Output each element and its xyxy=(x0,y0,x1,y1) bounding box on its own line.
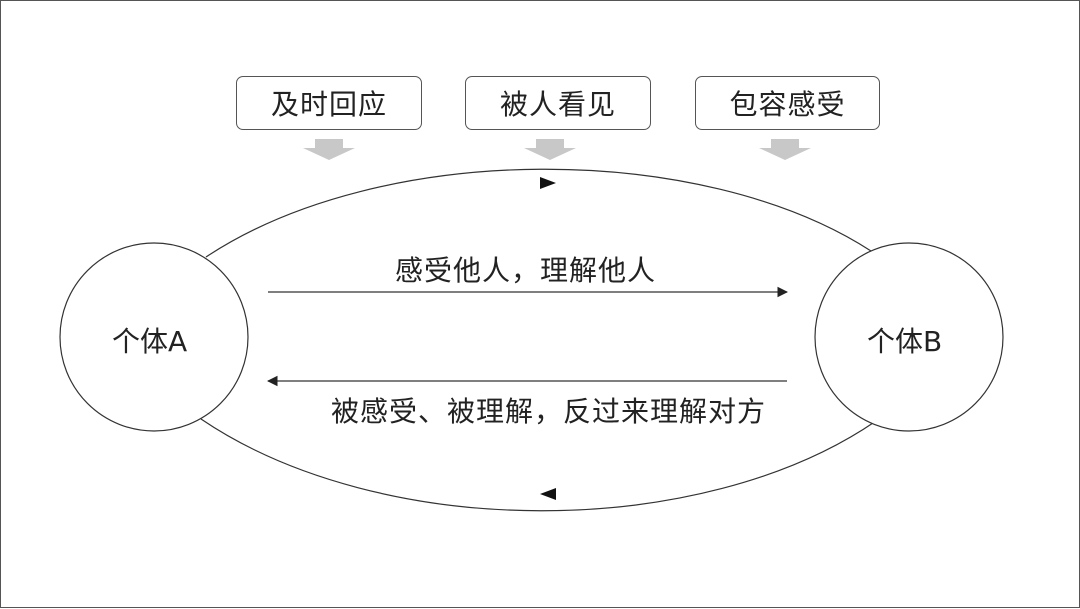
box-timely-response: 及时回应 xyxy=(236,76,422,130)
bottom-arc-arrowhead xyxy=(540,488,556,500)
down-arrow-1-icon xyxy=(303,139,355,160)
top-loop-arc xyxy=(205,168,872,258)
box-label: 被人看见 xyxy=(499,88,616,121)
box-label: 包容感受 xyxy=(729,88,846,121)
box-being-seen: 被人看见 xyxy=(465,76,651,130)
down-arrow-2-icon xyxy=(524,139,576,160)
node-a-circle xyxy=(59,242,249,432)
box-label: 及时回应 xyxy=(270,88,387,121)
box-embrace-feelings: 包容感受 xyxy=(695,76,880,130)
top-arc-arrowhead xyxy=(540,177,556,189)
forward-arrow-label: 感受他人，理解他人 xyxy=(395,254,657,287)
bottom-loop-arc xyxy=(200,418,877,512)
down-arrow-3-icon xyxy=(759,139,811,160)
node-a-label: 个体A xyxy=(112,325,188,358)
backward-arrow-label: 被感受、被理解，反过来理解对方 xyxy=(331,395,767,428)
node-b-label: 个体B xyxy=(867,325,943,358)
node-b-circle xyxy=(814,242,1004,432)
